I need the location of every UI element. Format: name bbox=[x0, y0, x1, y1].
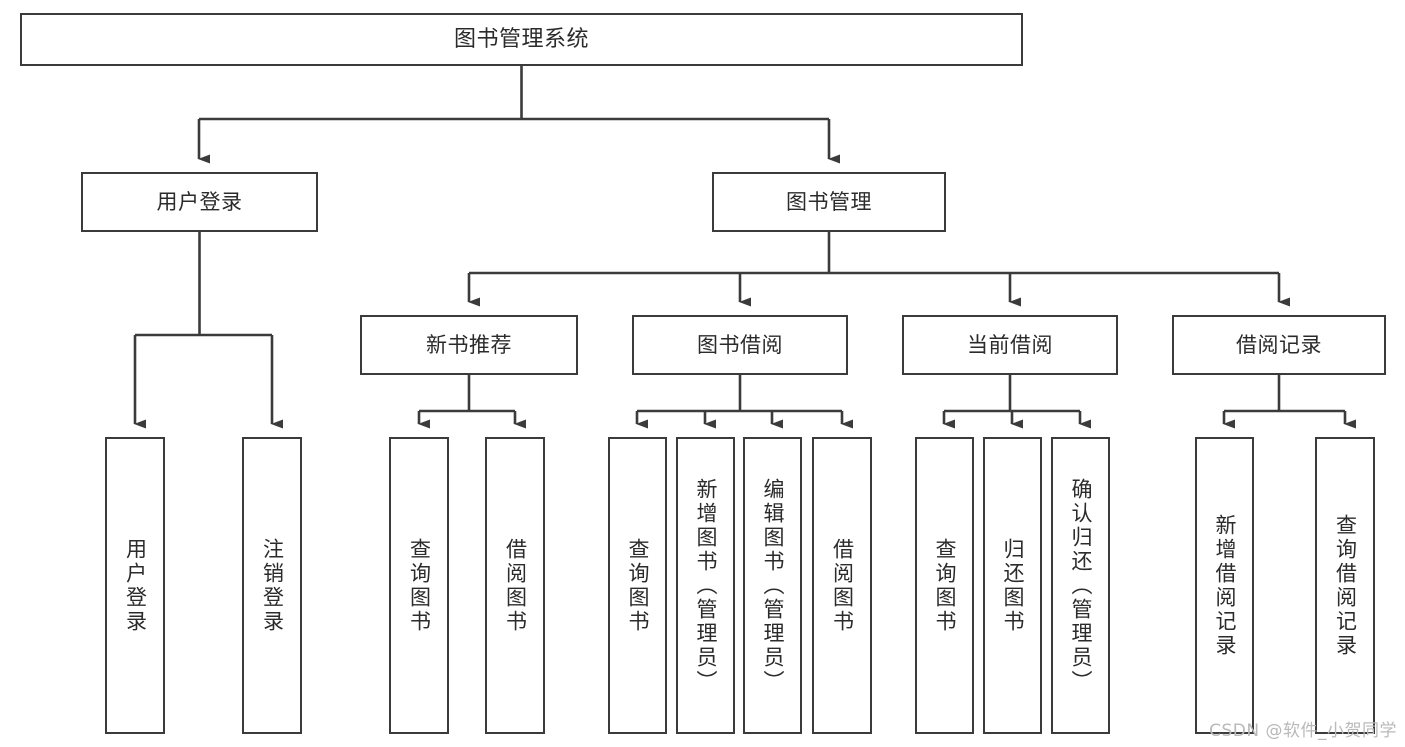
leaf-label: 借阅图书 bbox=[830, 537, 855, 634]
leaf-inner: 借阅图书 bbox=[814, 439, 870, 732]
leaf-inner: 新增借阅记录 bbox=[1197, 439, 1252, 732]
leaf-node[interactable]: 查询图书 bbox=[608, 437, 667, 734]
leaf-inner: 借阅图书 bbox=[487, 439, 543, 732]
leaf-label: 用户登录 bbox=[123, 537, 148, 634]
leaf-inner: 新增图书（管理员） bbox=[678, 439, 733, 732]
leaf-label: 查询图书 bbox=[626, 537, 650, 634]
leaf-node[interactable]: 确认归还（管理员） bbox=[1051, 437, 1110, 734]
node-new-book-recommend-label: 新书推荐 bbox=[426, 332, 512, 357]
leaf-node[interactable]: 查询图书 bbox=[915, 437, 974, 734]
leaf-inner: 注销登录 bbox=[244, 439, 300, 732]
leaf-node[interactable]: 查询图书 bbox=[389, 437, 449, 734]
node-book-management-label: 图书管理 bbox=[786, 189, 872, 214]
node-current-borrow-label: 当前借阅 bbox=[967, 332, 1053, 357]
leaf-node[interactable]: 注销登录 bbox=[242, 437, 302, 734]
leaf-label: 归还图书 bbox=[1001, 537, 1025, 634]
leaf-node[interactable]: 新增借阅记录 bbox=[1195, 437, 1254, 734]
leaf-inner: 确认归还（管理员） bbox=[1053, 439, 1108, 732]
leaf-label: 新增图书（管理员） bbox=[694, 477, 718, 694]
node-book-borrow-label: 图书借阅 bbox=[697, 332, 783, 357]
leaf-inner: 查询借阅记录 bbox=[1317, 439, 1373, 732]
node-root-label: 图书管理系统 bbox=[453, 26, 589, 52]
node-borrow-record-label: 借阅记录 bbox=[1236, 332, 1322, 357]
leaf-inner: 查询图书 bbox=[610, 439, 665, 732]
leaf-label: 确认归还（管理员） bbox=[1069, 477, 1093, 694]
leaf-label: 编辑图书（管理员） bbox=[761, 477, 785, 694]
leaf-node[interactable]: 用户登录 bbox=[105, 437, 165, 734]
node-borrow-record[interactable]: 借阅记录 bbox=[1172, 315, 1386, 375]
leaf-node[interactable]: 编辑图书（管理员） bbox=[743, 437, 802, 734]
node-book-borrow[interactable]: 图书借阅 bbox=[632, 315, 848, 375]
leaf-label: 借阅图书 bbox=[503, 537, 528, 634]
leaf-inner: 查询图书 bbox=[391, 439, 447, 732]
leaf-label: 查询图书 bbox=[407, 537, 432, 634]
leaf-label: 查询借阅记录 bbox=[1333, 513, 1358, 658]
leaf-node[interactable]: 借阅图书 bbox=[485, 437, 545, 734]
leaf-inner: 查询图书 bbox=[917, 439, 972, 732]
leaf-node[interactable]: 查询借阅记录 bbox=[1315, 437, 1375, 734]
node-user-login[interactable]: 用户登录 bbox=[81, 172, 318, 232]
leaf-label: 新增借阅记录 bbox=[1213, 513, 1237, 658]
leaf-node[interactable]: 借阅图书 bbox=[812, 437, 872, 734]
node-user-login-label: 用户登录 bbox=[156, 189, 243, 214]
leaf-label: 注销登录 bbox=[260, 537, 285, 634]
leaf-inner: 归还图书 bbox=[985, 439, 1040, 732]
node-root[interactable]: 图书管理系统 bbox=[20, 13, 1023, 66]
node-current-borrow[interactable]: 当前借阅 bbox=[902, 315, 1118, 375]
node-book-management[interactable]: 图书管理 bbox=[712, 172, 946, 232]
leaf-inner: 编辑图书（管理员） bbox=[745, 439, 800, 732]
leaf-node[interactable]: 新增图书（管理员） bbox=[676, 437, 735, 734]
leaf-node[interactable]: 归还图书 bbox=[983, 437, 1042, 734]
leaf-label: 查询图书 bbox=[933, 537, 957, 634]
leaf-inner: 用户登录 bbox=[107, 439, 163, 732]
node-new-book-recommend[interactable]: 新书推荐 bbox=[360, 315, 578, 375]
